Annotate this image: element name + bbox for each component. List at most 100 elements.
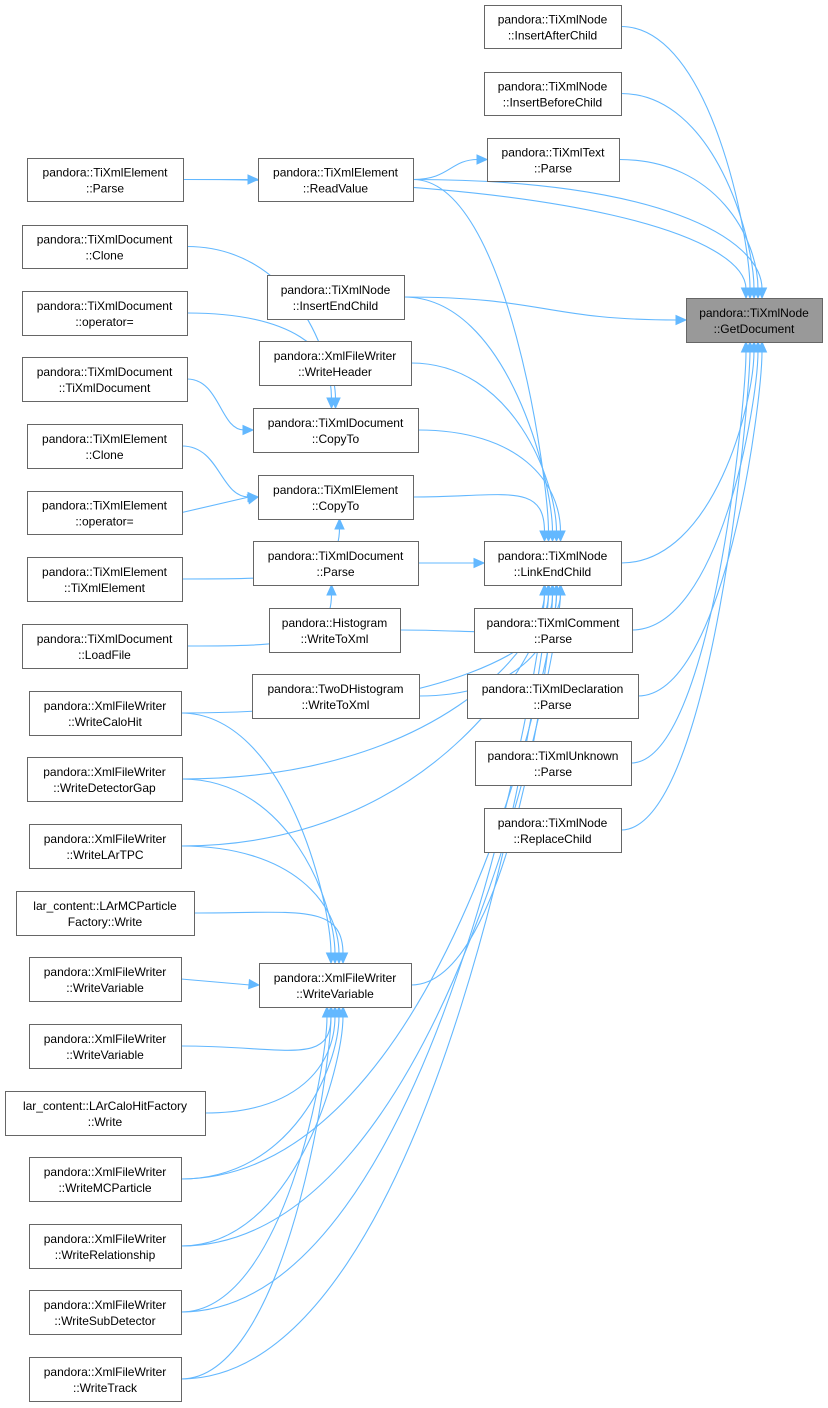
node-doccopyto[interactable]: pandora::TiXmlDocument::CopyTo	[253, 408, 419, 453]
node-docclone[interactable]: pandora::TiXmlDocument::Clone	[22, 225, 188, 269]
arrowhead	[337, 1005, 349, 1018]
node-box	[29, 1357, 182, 1402]
node-insbefore[interactable]: pandora::TiXmlNode::InsertBeforeChild	[484, 72, 622, 116]
node-readvalue[interactable]: pandora::TiXmlElement::ReadValue	[258, 158, 414, 202]
node-wv-main[interactable]: pandora::XmlFileWriter::WriteVariable	[259, 963, 412, 1008]
node-box	[269, 608, 401, 653]
node-label-line1: pandora::TiXmlDocument	[37, 365, 173, 379]
edge-line	[417, 429, 562, 533]
node-label-line1: pandora::TiXmlElement	[42, 499, 168, 513]
node-label-line2: Factory::Write	[68, 915, 143, 929]
node-subdet[interactable]: pandora::XmlFileWriter::WriteSubDetector	[29, 1290, 182, 1335]
node-insend[interactable]: pandora::TiXmlNode::InsertEndChild	[267, 275, 405, 320]
node-docctor[interactable]: pandora::TiXmlDocument::TiXmlDocument	[22, 357, 188, 402]
node-elclone[interactable]: pandora::TiXmlElement::Clone	[27, 424, 183, 469]
arrowhead	[330, 397, 341, 410]
node-track[interactable]: pandora::XmlFileWriter::WriteTrack	[29, 1357, 182, 1402]
node-label-line1: pandora::TiXmlNode	[699, 306, 809, 320]
node-box	[22, 291, 188, 336]
node-box	[29, 1224, 182, 1269]
node-label-line1: pandora::XmlFileWriter	[274, 349, 396, 363]
node-elcopyto[interactable]: pandora::TiXmlElement::CopyTo	[258, 475, 414, 520]
edge-wv1-to-wv_main	[180, 978, 261, 990]
node-docop[interactable]: pandora::TiXmlDocument::operator=	[22, 291, 188, 336]
node-label-line1: pandora::XmlFileWriter	[43, 765, 165, 779]
node-writeheader[interactable]: pandora::XmlFileWriter::WriteHeader	[259, 341, 412, 386]
node-label-line2: ::Write	[88, 1115, 123, 1129]
node-getdoc[interactable]: pandora::TiXmlNode::GetDocument	[686, 298, 823, 343]
node-histo[interactable]: pandora::Histogram::WriteToXml	[269, 608, 401, 653]
edge-calohit-to-wv_main	[180, 712, 337, 965]
node-calohit[interactable]: pandora::XmlFileWriter::WriteCaloHit	[29, 691, 182, 736]
node-box	[27, 491, 183, 535]
node-label-line2: ::WriteVariable	[296, 987, 374, 1001]
node-elctor[interactable]: pandora::TiXmlElement::TiXmlElement	[27, 557, 183, 602]
arrowhead	[543, 583, 554, 596]
edge-line	[637, 350, 763, 697]
node-wv2[interactable]: pandora::XmlFileWriter::WriteVariable	[29, 1024, 182, 1069]
node-mcpart[interactable]: pandora::XmlFileWriter::WriteMCParticle	[29, 1157, 182, 1202]
arrowhead	[325, 1005, 337, 1018]
node-declparse[interactable]: pandora::TiXmlDeclaration::Parse	[467, 674, 639, 719]
node-label-line1: lar_content::LArMCParticle	[33, 899, 177, 913]
edge-larmc-to-wv_main	[193, 911, 349, 965]
node-label-line1: pandora::TiXmlDocument	[37, 233, 173, 247]
node-insafter[interactable]: pandora::TiXmlNode::InsertAfterChild	[484, 5, 622, 49]
node-textparse[interactable]: pandora::TiXmlText::Parse	[487, 138, 620, 182]
arrowhead	[740, 287, 752, 300]
arrowhead	[675, 314, 688, 326]
edge-larcalo-to-wv_main	[204, 1005, 341, 1114]
node-label-line2: ::WriteMCParticle	[58, 1181, 151, 1195]
node-box	[258, 158, 414, 202]
node-commentparse[interactable]: pandora::TiXmlComment::Parse	[474, 608, 633, 653]
node-loadfile[interactable]: pandora::TiXmlDocument::LoadFile	[22, 624, 188, 669]
node-box	[475, 741, 632, 786]
node-linkend[interactable]: pandora::TiXmlNode::LinkEndChild	[484, 541, 622, 586]
node-docparse[interactable]: pandora::TiXmlDocument::Parse	[253, 541, 419, 586]
node-box	[22, 624, 188, 669]
node-box	[29, 824, 182, 869]
node-unknownparse[interactable]: pandora::TiXmlUnknown::Parse	[475, 741, 632, 786]
arrowhead	[756, 287, 768, 300]
node-replace[interactable]: pandora::TiXmlNode::ReplaceChild	[484, 808, 622, 853]
node-label-line1: pandora::TiXmlElement	[273, 483, 399, 497]
edge-textparse-to-getdoc	[618, 158, 764, 300]
node-label-line2: ::InsertAfterChild	[508, 29, 597, 43]
arrowhead	[248, 978, 261, 990]
node-label-line1: pandora::XmlFileWriter	[274, 971, 396, 985]
edge-line	[412, 158, 479, 181]
node-label-line1: pandora::TiXmlNode	[498, 13, 608, 27]
edge-line	[180, 978, 251, 986]
arrowhead	[246, 494, 260, 505]
edge-line	[180, 1015, 332, 1380]
node-wv1[interactable]: pandora::XmlFileWriter::WriteVariable	[29, 957, 182, 1002]
edge-line	[181, 496, 250, 514]
edge-lartpc-to-wv_main	[180, 845, 345, 965]
node-box	[484, 541, 622, 586]
edge-line	[620, 350, 755, 564]
edge-line	[186, 378, 245, 431]
node-label-line2: ::InsertEndChild	[293, 299, 378, 313]
node-larcalo[interactable]: lar_content::LArCaloHitFactory::Write	[5, 1091, 206, 1136]
node-twod[interactable]: pandora::TwoDHistogram::WriteToXml	[252, 674, 420, 719]
node-label-line2: ::WriteToXml	[301, 632, 369, 646]
edge-track-to-linkend	[180, 583, 554, 1380]
edge-readvalue-to-getdoc	[412, 178, 768, 300]
edge-line	[620, 92, 755, 290]
edge-line	[180, 1015, 344, 1247]
node-detgap[interactable]: pandora::XmlFileWriter::WriteDetectorGap	[27, 757, 183, 802]
arrowhead	[476, 154, 489, 165]
edge-line	[620, 350, 751, 831]
node-lartpc[interactable]: pandora::XmlFileWriter::WriteLArTPC	[29, 824, 182, 869]
node-label-line2: ::WriteCaloHit	[68, 715, 142, 729]
edge-line	[618, 158, 759, 290]
node-relation[interactable]: pandora::XmlFileWriter::WriteRelationshi…	[29, 1224, 182, 1269]
node-elop[interactable]: pandora::TiXmlElement::operator=	[27, 491, 183, 535]
node-box	[484, 72, 622, 116]
node-label-line2: ::Parse	[534, 162, 572, 176]
node-elparse[interactable]: pandora::TiXmlElement::Parse	[27, 158, 184, 202]
arrowhead	[555, 530, 566, 543]
node-box	[484, 5, 622, 49]
